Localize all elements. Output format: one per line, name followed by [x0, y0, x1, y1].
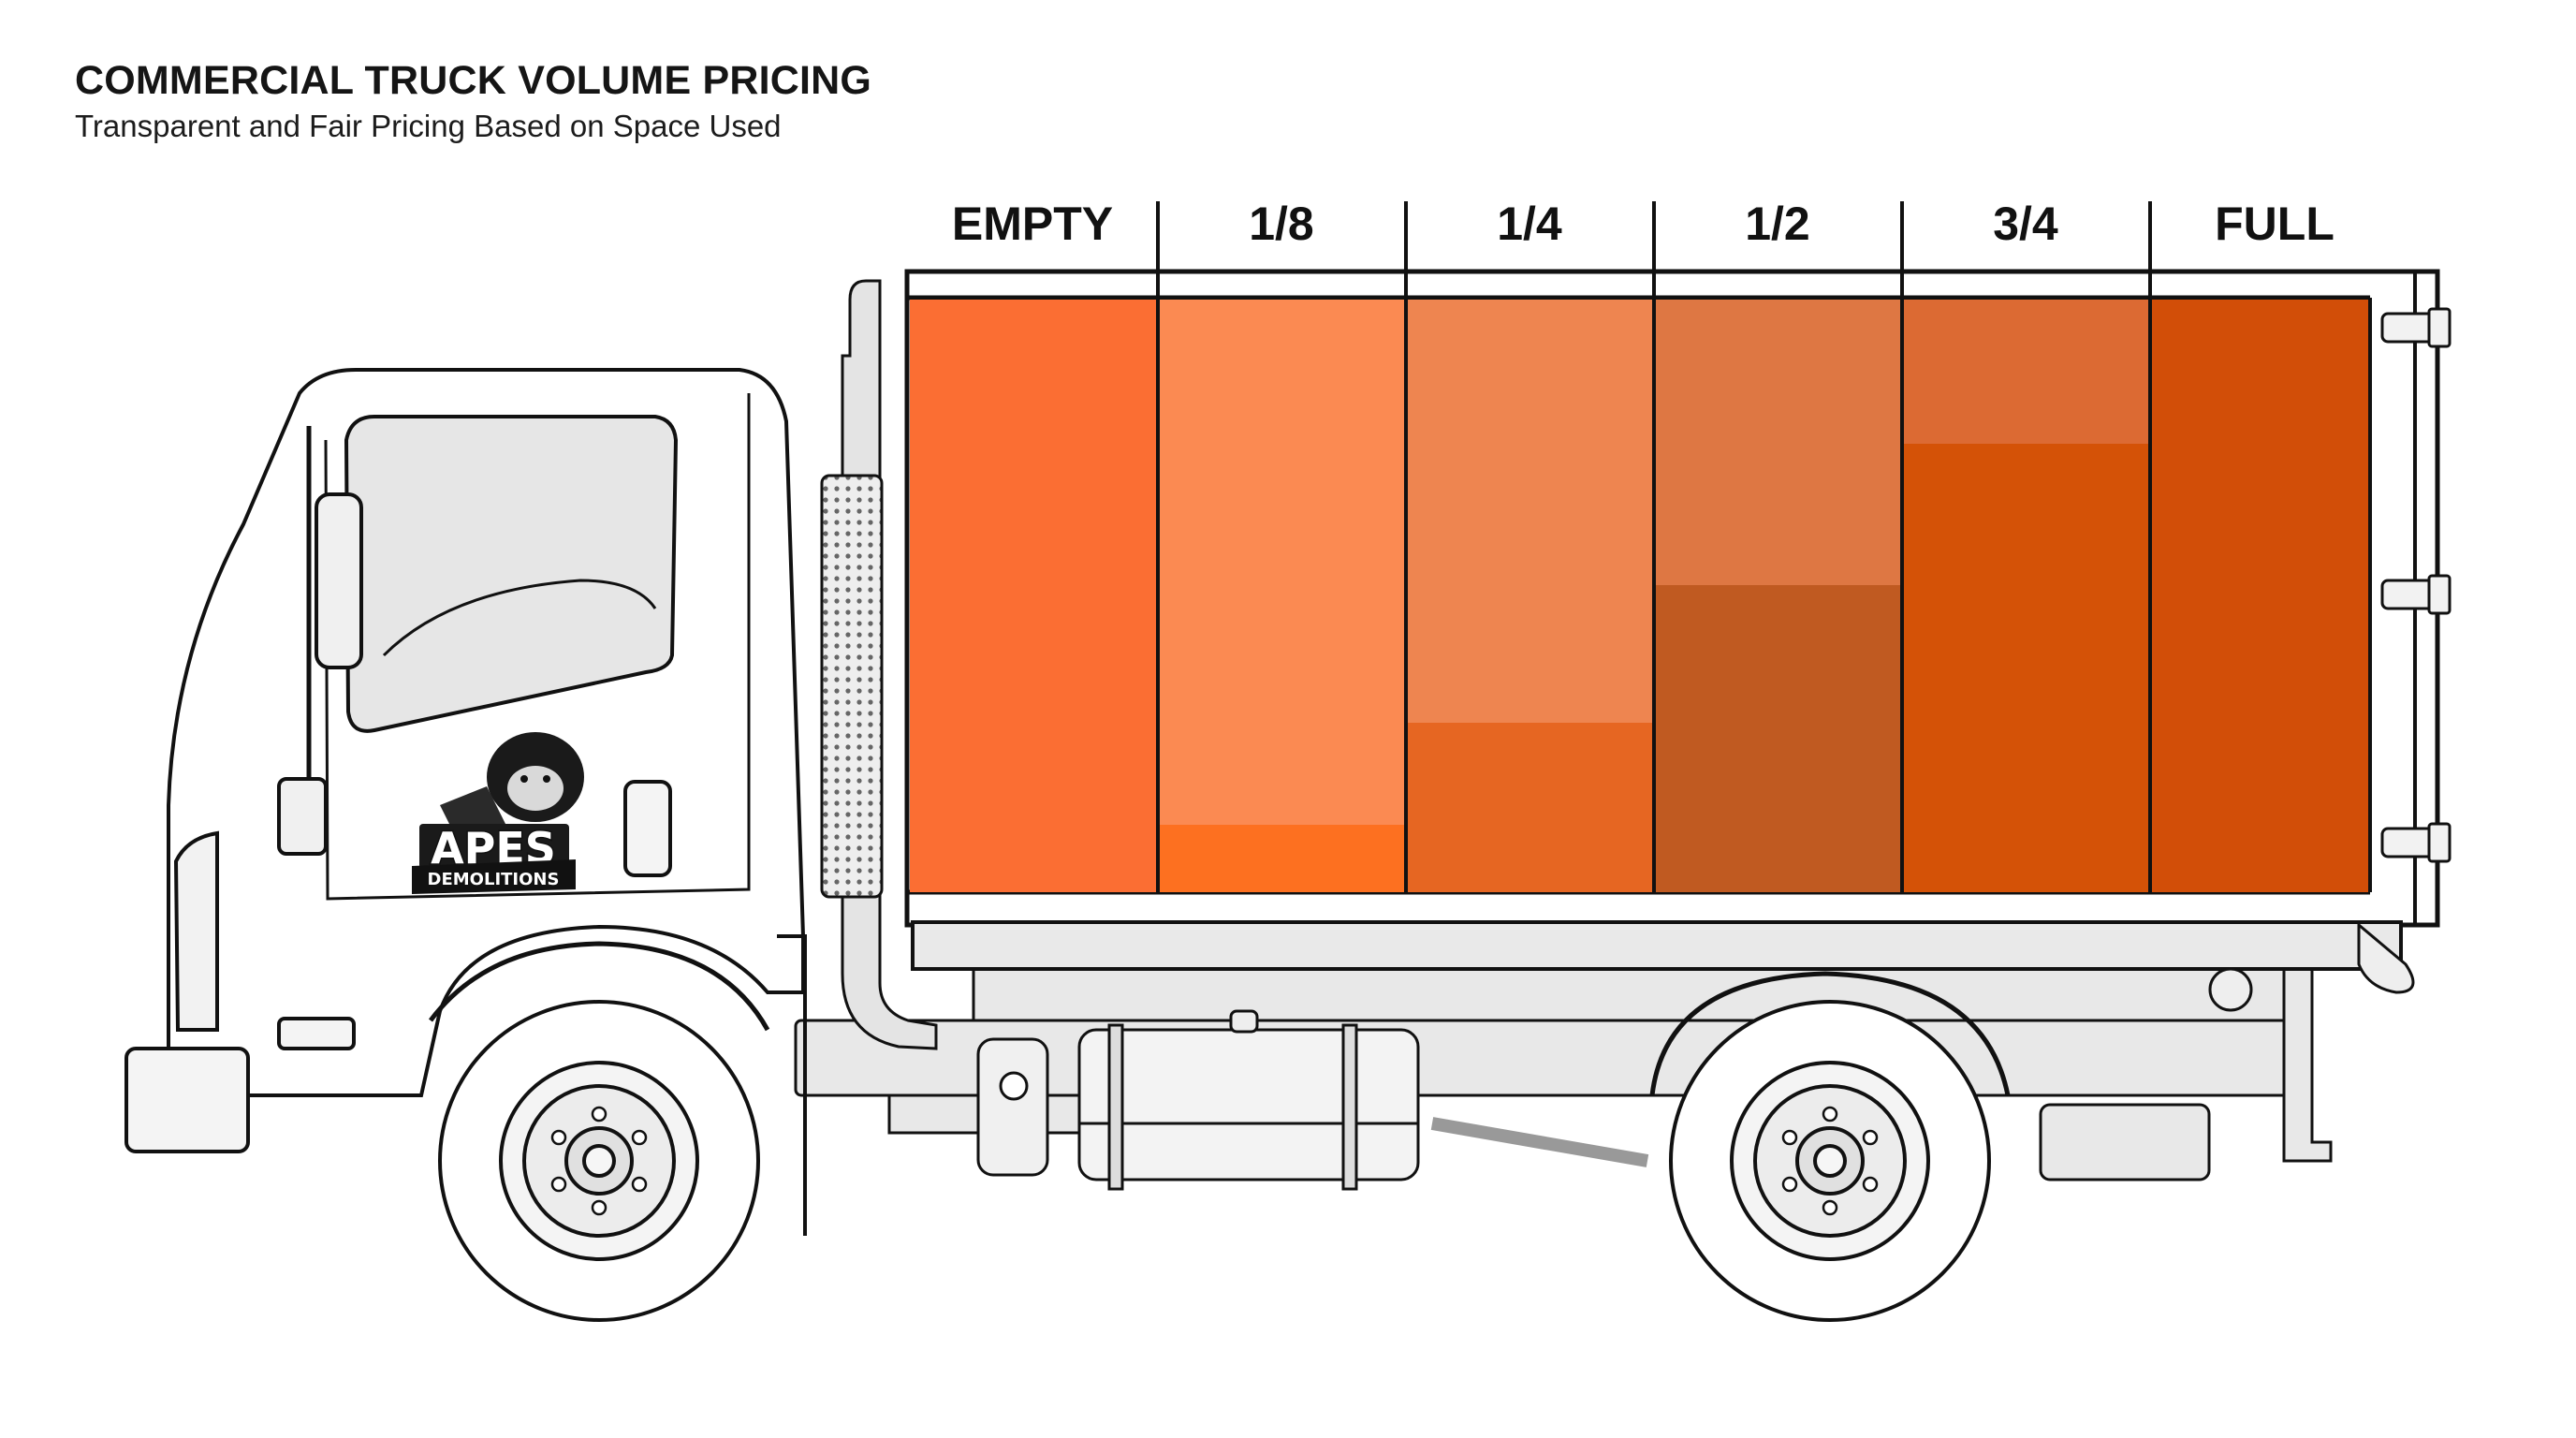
- fuel-tank: [976, 1009, 1420, 1191]
- rear-wheel: [1669, 1000, 1991, 1322]
- column-label-eighth: 1/8: [1249, 198, 1314, 250]
- column-half: [1656, 300, 1902, 892]
- column-label-quarter: 1/4: [1497, 198, 1562, 250]
- column-dividers: [1156, 201, 2152, 271]
- column-label-full: FULL: [2215, 198, 2334, 250]
- column-full: [2152, 300, 2370, 892]
- column-label-half: 1/2: [1745, 198, 1810, 250]
- column-quarter: [1408, 300, 1654, 892]
- exhaust-stack: [820, 279, 938, 1050]
- page-subtitle: Transparent and Fair Pricing Based on Sp…: [75, 109, 782, 143]
- apes-demolitions-logo: APES DEMOLITIONS: [412, 732, 584, 894]
- container-box: [904, 269, 2452, 1012]
- column-label-empty: EMPTY: [952, 198, 1113, 250]
- column-three-quarter: [1904, 300, 2150, 892]
- logo-tagline: DEMOLITIONS: [428, 870, 560, 889]
- column-labels: EMPTY 1/8 1/4 1/2 3/4 FULL: [952, 198, 2334, 250]
- truck-cab: [124, 368, 807, 1236]
- front-wheel: [438, 1000, 760, 1322]
- column-eighth: [1160, 300, 1406, 892]
- door-hinges: [2380, 307, 2452, 863]
- page-title: COMMERCIAL TRUCK VOLUME PRICING: [75, 58, 872, 103]
- column-empty: [910, 300, 1158, 892]
- column-label-three-quarter: 3/4: [1993, 198, 2058, 250]
- rear-fender: [1649, 971, 2011, 1096]
